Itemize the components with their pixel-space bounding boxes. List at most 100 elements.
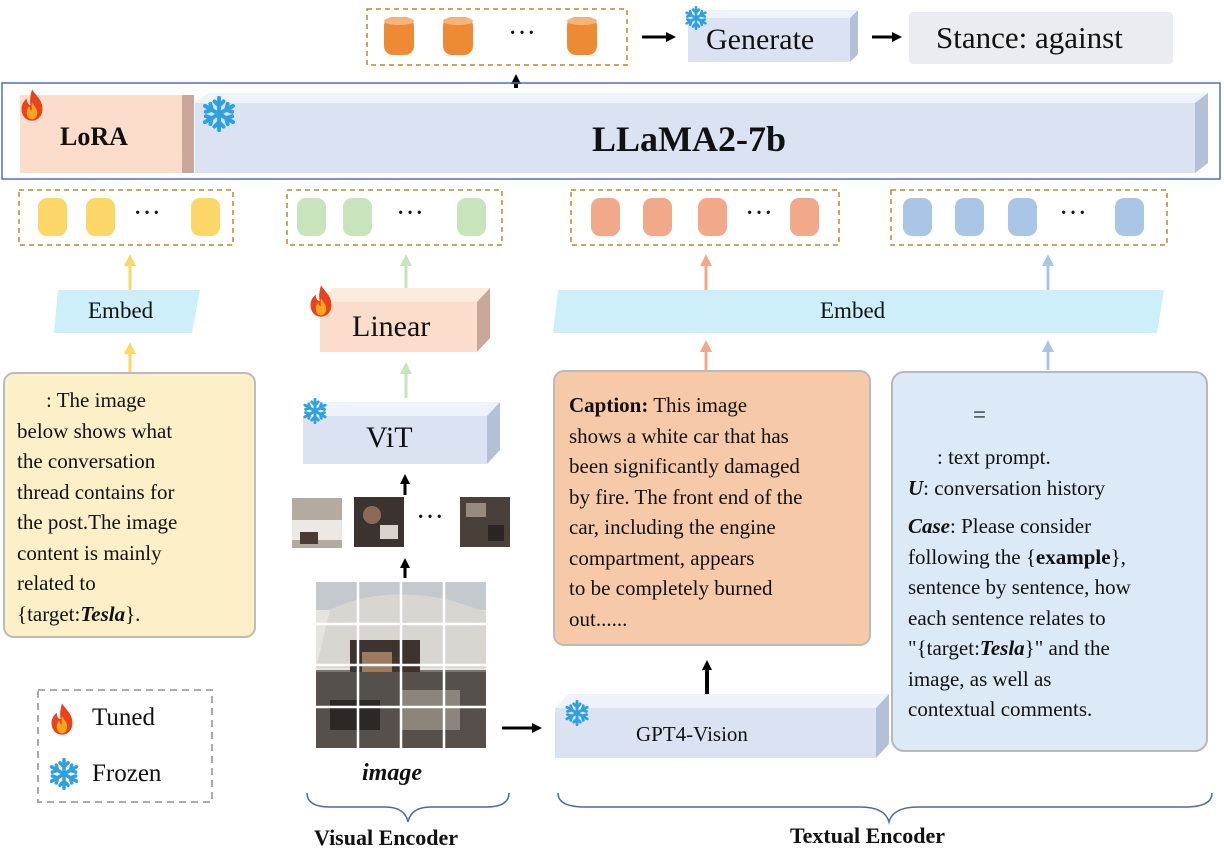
- salmon-token: [790, 198, 819, 236]
- lora-block: [20, 95, 194, 173]
- caption-first-line: Caption: This image: [569, 390, 867, 421]
- patch-ellipsis: ···: [416, 502, 444, 533]
- caption-line: been significantly damaged: [569, 454, 800, 478]
- prompt-target-suffix: }.: [125, 601, 141, 626]
- yellow-token-ellipsis: ···: [133, 198, 161, 229]
- embed-right-label: Embed: [820, 298, 886, 323]
- info-u-key: U: [908, 475, 924, 500]
- salmon-token: [591, 198, 620, 236]
- gpt4v-label: GPT4-Vision: [636, 722, 748, 746]
- textual-encoder-brace: [557, 792, 1213, 825]
- output-token: [443, 17, 473, 55]
- output-ellipsis: ···: [508, 18, 536, 49]
- caption-heading: Caption:: [569, 393, 649, 417]
- visual-encoder-label: Visual Encoder: [314, 825, 459, 850]
- prompt-line: : The image: [46, 388, 146, 412]
- caption-line: out......: [569, 606, 628, 631]
- caption-line: by fire. The front end of the: [569, 484, 803, 509]
- textual-encoder-label: Textual Encoder: [790, 823, 946, 848]
- info-following-line: following the {example},: [908, 542, 1203, 573]
- salmon-token: [698, 198, 727, 236]
- output-token: [567, 17, 597, 55]
- green-tokens: [297, 198, 486, 236]
- blue-token: [903, 198, 932, 236]
- salmon-token: [643, 198, 672, 236]
- image-patch: [354, 497, 404, 547]
- info-following-prefix: following the {: [908, 544, 1036, 569]
- legend-tuned-label: Tuned: [92, 704, 155, 731]
- gpt4v-block: [555, 694, 889, 758]
- prompt-target-value: Tesla: [80, 601, 126, 626]
- image-patch: [460, 497, 510, 547]
- info-target-value: Tesla: [979, 636, 1025, 660]
- green-token: [297, 198, 326, 236]
- info-example-word: example: [1035, 544, 1111, 569]
- prompt-target-prefix: {target:: [17, 601, 81, 626]
- lora-label: LoRA: [60, 122, 128, 151]
- green-token-ellipsis: ···: [396, 198, 424, 229]
- output-token-group: [366, 8, 628, 66]
- info-case-first: : Please consider: [950, 514, 1092, 538]
- stance-label: Stance: against: [936, 20, 1123, 55]
- info-line: sentence by sentence, how: [908, 575, 1131, 599]
- vit-label: ViT: [366, 421, 413, 454]
- info-u-line: U: conversation history: [908, 473, 1203, 504]
- caption-line: to be completely burned: [569, 576, 773, 600]
- llama-label: LLaMA2-7b: [592, 119, 787, 159]
- output-token-caps: [384, 17, 597, 25]
- prompt-line: thread contains for: [17, 479, 175, 504]
- fire-icon: [21, 89, 43, 121]
- fire-icon: [310, 285, 332, 317]
- caption-line: compartment, appears: [569, 545, 755, 570]
- output-token: [384, 17, 414, 55]
- caption-box-text: Caption: This image shows a white car th…: [569, 390, 867, 634]
- blue-token: [1115, 198, 1144, 236]
- image-patches: [292, 497, 510, 548]
- info-target-suffix: }" and the: [1024, 636, 1110, 660]
- prompt-box: [3, 372, 256, 638]
- prompt-line: the post.The image: [17, 510, 178, 534]
- embed-left-label: Embed: [88, 298, 154, 323]
- blue-token-group: [890, 189, 1168, 246]
- salmon-token-ellipsis: ···: [745, 198, 773, 229]
- info-box: [891, 371, 1208, 752]
- prompt-line: below shows what: [17, 418, 173, 443]
- caption-line: car, including the engine: [569, 515, 776, 539]
- snowflake-icon: [49, 758, 79, 790]
- blue-token-ellipsis: ···: [1059, 198, 1087, 229]
- vit-block: [303, 402, 500, 464]
- info-case-key: Case: [908, 514, 950, 538]
- caption-line: shows a white car that has: [569, 423, 789, 448]
- caption-box: [553, 370, 871, 646]
- prompt-box-text: : The image below shows what the convers…: [17, 385, 253, 629]
- generate-block: [688, 10, 858, 62]
- info-line: image, as well as: [908, 666, 1052, 691]
- visual-encoder-brace: [306, 792, 510, 823]
- info-case-line: Case: Please consider: [908, 511, 1203, 542]
- green-token: [457, 198, 486, 236]
- legend-box: [37, 689, 213, 803]
- legend-frozen-label: Frozen: [92, 760, 162, 787]
- prompt-line: the conversation: [17, 449, 156, 473]
- info-line: contextual comments.: [908, 697, 1093, 721]
- prompt-target-line: {target:Tesla}.: [17, 599, 253, 630]
- blue-token: [1008, 198, 1037, 236]
- image-patch: [292, 498, 342, 548]
- yellow-token: [38, 198, 67, 236]
- info-target-line: "{target:Tesla}" and the: [908, 633, 1203, 664]
- yellow-tokens: [38, 198, 220, 236]
- linear-block: [320, 288, 490, 352]
- blue-token: [955, 198, 984, 236]
- prompt-line: related to: [17, 571, 96, 595]
- input-image: [316, 582, 486, 748]
- generate-label: Generate: [706, 23, 815, 56]
- info-equals: =: [973, 402, 986, 427]
- blue-tokens: [903, 198, 1144, 236]
- caption-first-text: This image: [648, 393, 748, 417]
- green-token: [343, 198, 372, 236]
- info-target-prefix: "{target:: [908, 636, 980, 660]
- embed-left-shape: [54, 290, 200, 333]
- fire-icon: [51, 703, 73, 735]
- stance-box: [909, 12, 1173, 64]
